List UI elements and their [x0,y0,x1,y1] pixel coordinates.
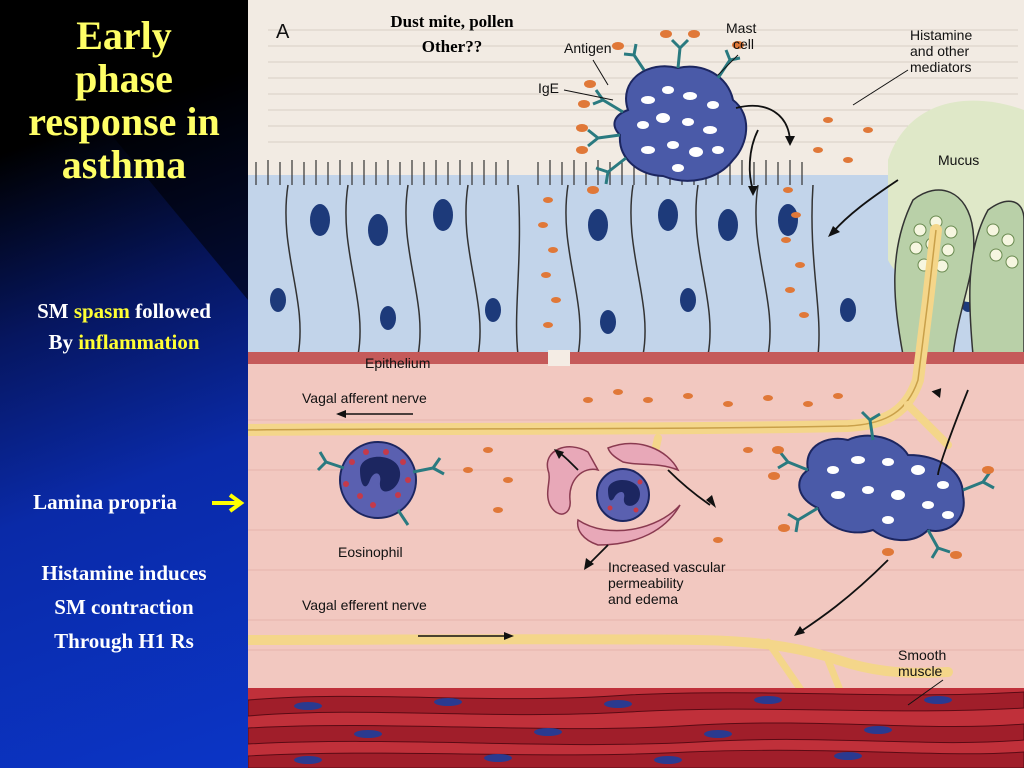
histamine-label: and other [910,43,969,59]
mast-cell-label: cell [733,36,754,52]
epithelium-label: Epithelium [365,355,430,371]
slide-title: Early phase response in asthma [0,14,248,186]
epithelial-cell-borders [285,184,820,356]
smooth-muscle-label: Smooth [898,647,946,663]
vagal-efferent-nerve [248,634,953,678]
label-leader-lines [563,54,944,706]
vascular-label: permeability [608,575,683,591]
panel-letter: A [276,21,290,43]
histamine-line: Through H1 Rs [54,629,194,653]
sidebar-shadow-shape [0,0,248,300]
mast-cell [576,30,748,194]
efferent-arrowhead [504,632,514,640]
sidebar-panel: Early phase response in asthma SM spasm … [0,0,248,768]
asthma-diagram: A Dust mite, pollen Other?? Antigen IgE … [248,0,1024,768]
other-label: Other?? [422,37,482,56]
mediator-granules [463,117,873,543]
smooth-muscle-label: muscle [898,663,943,679]
histamine-line: Histamine induces [41,561,207,585]
by-label: By [48,330,79,354]
sm-label: SM [37,299,74,323]
afferent-arrowhead [336,410,346,418]
mucus-label: Mucus [938,152,979,168]
title-line: phase [75,56,173,101]
afferent-nerve-outline [248,229,937,431]
spasm-word: spasm [73,299,130,323]
process-arrowheads [554,136,942,636]
epithelial-gap [548,350,570,366]
inflammation-word: inflammation [78,330,200,354]
histamine-label: Histamine [910,27,972,43]
blood-vessel [546,442,681,546]
smooth-muscle-layer [248,688,1024,768]
ige-label: IgE [538,80,559,96]
mast-cell-label: Mast [726,20,756,36]
histamine-label: mediators [910,59,971,75]
basement-membrane [248,352,1024,364]
dust-mite-label: Dust mite, pollen [390,12,514,31]
vagal-afferent-label: Vagal afferent nerve [302,390,427,406]
followed-label: followed [129,299,211,323]
histamine-text: Histamine induces SM contraction Through… [0,556,248,658]
right-arrow-icon [212,493,245,513]
eosinophil-cell [316,441,445,526]
eosinophil-label: Eosinophil [338,544,403,560]
vagal-efferent-label: Vagal efferent nerve [302,597,427,613]
degranulating-mast-cell [768,410,995,559]
vascular-label: Increased vascular [608,559,726,575]
title-line: Early [76,13,172,58]
title-line: response in [28,99,220,144]
lamina-propria-label: Lamina propria [33,490,177,514]
sm-spasm-text: SM spasm followed By inflammation [0,296,248,358]
vascular-label: and edema [608,591,678,607]
antigen-label: Antigen [564,40,611,56]
histamine-line: SM contraction [54,595,194,619]
title-line: asthma [61,142,187,187]
